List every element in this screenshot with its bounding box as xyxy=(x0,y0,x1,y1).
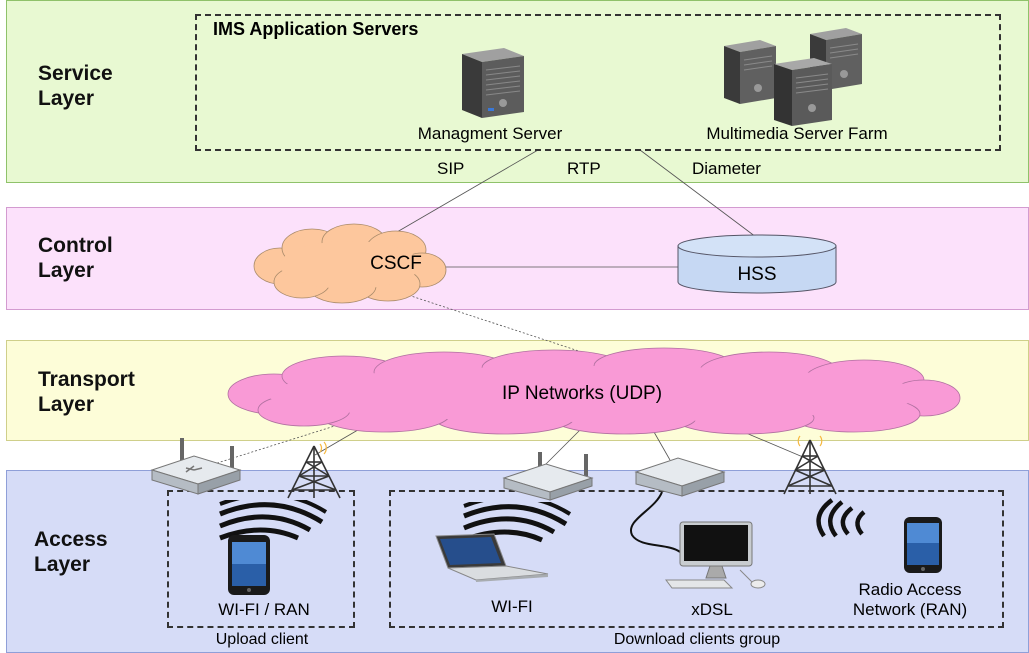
ims-group-title: IMS Application Servers xyxy=(213,19,419,39)
cscf-label: CSCF xyxy=(370,253,422,274)
link-mgmt-cscf xyxy=(396,149,539,233)
ip-networks-label: IP Networks (UDP) xyxy=(501,383,663,404)
link-router3-desktop xyxy=(629,491,681,553)
link-mgmt-hss xyxy=(639,149,761,241)
cloud-icon xyxy=(253,223,447,304)
xdsl-client-label: xDSL xyxy=(691,600,733,619)
server-farm-icon xyxy=(724,28,862,126)
wireless-signal-icon xyxy=(816,498,866,538)
database-icon xyxy=(677,234,837,294)
wireless-signal-icon xyxy=(219,500,328,541)
laptop-icon xyxy=(435,533,549,582)
download-group-label: Download clients group xyxy=(613,631,781,648)
service-layer-title: Service Layer xyxy=(38,62,113,110)
control-layer-title: Control Layer xyxy=(38,234,113,282)
wifi-client-label: WI-FI xyxy=(491,597,533,616)
router-icon xyxy=(502,452,594,501)
control-layer-band xyxy=(6,207,1029,310)
server-icon xyxy=(462,48,524,118)
hss-label: HSS xyxy=(737,264,777,285)
cloud-icon xyxy=(227,347,961,435)
ims-application-servers-group xyxy=(195,14,1001,151)
sip-label: SIP xyxy=(437,159,465,178)
rtp-label: RTP xyxy=(567,159,601,178)
smartphone-icon xyxy=(904,517,942,573)
diameter-label: Diameter xyxy=(692,159,761,178)
desktop-computer-icon xyxy=(665,521,766,589)
upload-client-group xyxy=(167,490,355,628)
smartphone-icon xyxy=(228,535,270,595)
access-layer-title: Access Layer xyxy=(34,528,108,576)
access-layer-band xyxy=(6,470,1029,653)
upload-device-label: WI-FI / RAN xyxy=(218,600,310,619)
transport-layer-title: Transport Layer xyxy=(38,368,135,416)
ran-client-label: Radio Access Network (RAN) xyxy=(852,580,968,619)
link-ip-router1 xyxy=(194,417,361,471)
server-farm-label: Multimedia Server Farm xyxy=(706,124,888,143)
management-server-label: Managment Server xyxy=(417,124,563,143)
antenna-tower-icon xyxy=(287,441,341,499)
router-icon xyxy=(150,438,242,495)
router-icon xyxy=(634,457,726,497)
upload-group-label: Upload client xyxy=(215,631,309,648)
antenna-tower-icon xyxy=(783,435,837,495)
